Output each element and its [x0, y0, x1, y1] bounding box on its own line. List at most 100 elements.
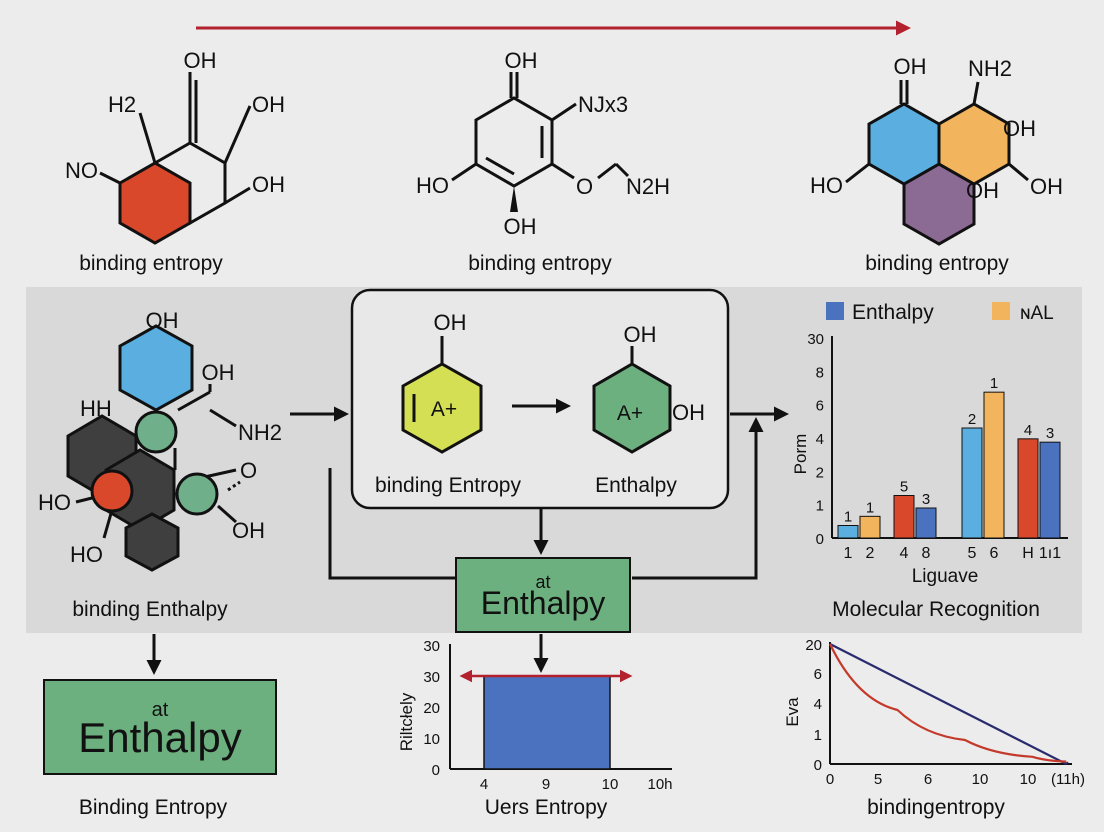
- molecule-4-green-atom-top: [134, 410, 178, 454]
- reaction-left-oh: OH: [434, 310, 467, 335]
- center-enthalpy-box: [455, 557, 631, 633]
- chart2-caption: Uers Entropy: [485, 796, 608, 819]
- chart3-series-line: [829, 643, 1067, 765]
- chart1-x-tick: 8: [922, 545, 931, 562]
- molecule-3-ho-left: HO: [810, 173, 843, 198]
- chart1-y-tick: 1: [816, 498, 824, 515]
- molecule-1-h2: H2: [108, 92, 136, 117]
- molecule-4-ho-bottom: HO: [70, 542, 103, 567]
- molecule-1-orange-ring: [118, 161, 192, 245]
- molecule-2-ho-left: HO: [416, 173, 449, 198]
- chart1-x-tick: 4: [900, 545, 909, 562]
- chart2-y-label: Riltcłely: [397, 692, 416, 751]
- molecule-2-n-group: NJx3: [578, 92, 628, 117]
- chart3-y-tick: 1: [814, 727, 822, 744]
- chart3-x-tick: 0: [826, 771, 834, 788]
- reaction-left-ring-label: A+: [431, 398, 457, 421]
- molecule-4: [66, 324, 241, 572]
- chart3-y-tick: 6: [814, 666, 822, 683]
- chart1-y-tick: 8: [816, 364, 824, 381]
- chart1-y-tick: 30: [807, 331, 824, 348]
- chart3-x-tick: 10: [1020, 771, 1037, 788]
- reaction-right-caption: Enthalpy: [595, 474, 677, 497]
- molecule-2-labels: OH NJx3 HO O N2H OH binding entropy: [416, 48, 670, 275]
- chart1-bar-label: 5: [900, 479, 908, 496]
- molecule-2-caption: binding entropy: [468, 252, 612, 275]
- chart1-bar-label: 1: [866, 499, 874, 516]
- chart1-x-tick: 1ı1: [1039, 545, 1061, 562]
- molecule-1-oh-right-1: OH: [252, 92, 285, 117]
- chart1-y-tick: 6: [816, 398, 824, 415]
- reaction-left-caption: binding Entropy: [375, 474, 521, 497]
- chart1-x-tick: 6: [990, 545, 999, 562]
- molecule-2-oh-bottom: OH: [504, 214, 537, 239]
- molecule-3-oh-right-2: OH: [1030, 174, 1063, 199]
- chart1-x-tick: 1: [844, 545, 853, 562]
- chart3-caption: bindingentropy: [867, 796, 1005, 819]
- chart1-y-tick: 0: [816, 531, 824, 548]
- molecule-1-oh-right-2: OH: [252, 172, 285, 197]
- chart3-x-tick: 6: [924, 771, 932, 788]
- reaction-left-ring: [401, 336, 483, 454]
- reaction-right-ring-label: A+: [617, 402, 643, 425]
- chart1-x-tick: 5: [968, 545, 977, 562]
- bottom-box-caption: Binding Entropy: [79, 796, 228, 819]
- chart1-bar-label: 2: [968, 411, 976, 428]
- legend-swatch-enthalpy: [826, 302, 844, 320]
- chart1-y-tick: 2: [816, 464, 824, 481]
- bottom-box-small-text: at: [152, 699, 169, 721]
- chart3-y-tick: 0: [814, 757, 822, 774]
- chart1-y-tick: 4: [816, 431, 824, 448]
- chart2-y-tick: 0: [432, 762, 440, 779]
- chart2-y-tick: 20: [423, 700, 440, 717]
- chart2-y-tick: 10: [423, 731, 440, 748]
- molecule-3-oh-top: OH: [894, 54, 927, 79]
- molecule-1-oh-top: OH: [184, 48, 217, 73]
- molecule-3-labels: OH NH2 OH OH OH HO binding entropy: [810, 54, 1063, 275]
- molecule-4-nh2: NH2: [238, 420, 282, 445]
- molecule-4-labels: OH OH HH NH2 O HO HO OH binding Enthalpy: [38, 308, 282, 621]
- molecule-4-dark-ring-bottom: [124, 512, 180, 572]
- center-box-big-text: Enthalpy: [481, 585, 606, 621]
- chart1-bar-label: 1: [844, 509, 852, 526]
- center-box-small-text: at: [535, 572, 550, 592]
- chart3-y-tick: 20: [805, 637, 822, 654]
- molecule-1-caption: binding entropy: [79, 252, 223, 275]
- chart2-x-tick: 10: [602, 776, 619, 793]
- reaction-right-oh-side: OH: [672, 400, 705, 425]
- molecule-4-orange-atom: [90, 469, 134, 513]
- chart1-y-label: Porm: [791, 434, 810, 475]
- reaction-right-oh-top: OH: [624, 322, 657, 347]
- chart2-x-tick: 9: [542, 776, 550, 793]
- molecule-4-oh-right: OH: [202, 360, 235, 385]
- legend-label-enthalpy: Enthalpy: [852, 301, 934, 324]
- reaction-right-ring: [592, 346, 672, 454]
- chart3-x-tick: 5: [874, 771, 882, 788]
- chart1-bar-label: 1: [990, 375, 998, 392]
- connector-right: [632, 417, 764, 580]
- molecule-1-no: NO: [65, 158, 98, 183]
- chart2-x-tick: 10h: [647, 776, 672, 793]
- bottom-box-big-text: Enthalpy: [78, 714, 241, 761]
- molecule-3-oh-inner: OH: [966, 178, 999, 203]
- chart1-bar: [859, 515, 881, 539]
- chart2-y-tick: 30: [423, 669, 440, 686]
- bottom-enthalpy-box: [43, 679, 277, 775]
- chart1-bar: [837, 525, 859, 539]
- molecule-3: [845, 80, 1029, 246]
- molecule-4-caption: binding Enthalpy: [72, 598, 228, 621]
- molecule-3-oh-right-1: OH: [1003, 116, 1036, 141]
- molecule-2-oh-top: OH: [505, 48, 538, 73]
- molecule-4-hh: HH: [80, 396, 112, 421]
- molecule-2: [451, 72, 630, 212]
- chart2-x-tick: 4: [480, 776, 488, 793]
- chart1-bar: [961, 427, 983, 539]
- chart1-bar: [915, 507, 937, 539]
- chart3-y-label: Eva: [783, 697, 802, 727]
- molecule-1-labels: OH OH OH H2 NO binding entropy: [65, 48, 285, 275]
- molecule-4-blue-ring: [118, 324, 194, 412]
- chart3-series-line: [829, 643, 1067, 763]
